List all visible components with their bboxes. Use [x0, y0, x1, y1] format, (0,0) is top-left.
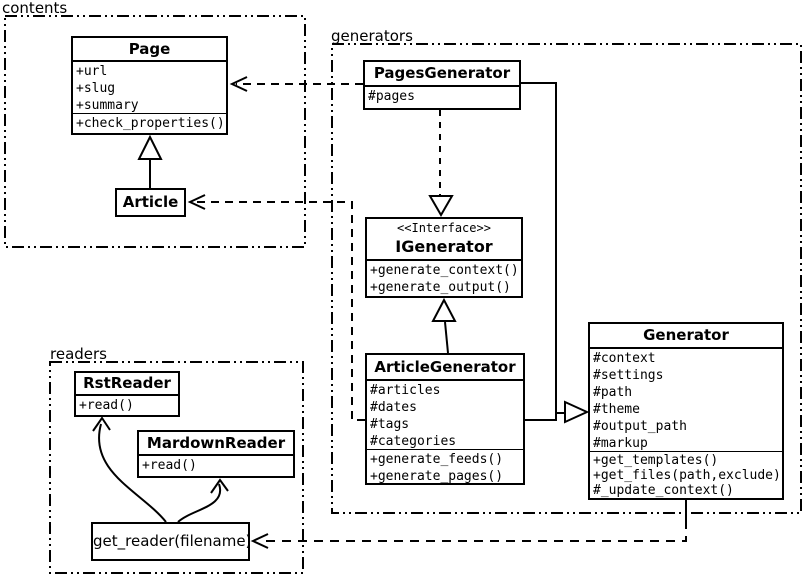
attribute-row: #settings: [593, 368, 664, 383]
method-row: +generate_output(): [370, 280, 511, 295]
method-row: #_update_context(): [593, 483, 734, 498]
interface-stereotype: <<Interface>>: [397, 221, 491, 235]
attribute-row: #articles: [370, 383, 441, 398]
generators-package-label: generators: [331, 27, 413, 45]
class-rstreader-title: RstReader: [76, 373, 178, 396]
class-pagesgenerator: PagesGenerator #pages: [363, 60, 521, 110]
generalization-triangle-generator: [564, 400, 590, 424]
class-page-title: Page: [73, 38, 226, 62]
method-row: +get_files(path,exclude): [593, 468, 781, 483]
generators-package-border: [331, 43, 802, 514]
class-generator-attributes: #context #settings #path #theme #output_…: [590, 349, 782, 452]
generalization-triangle-igenerator-bottom: [431, 297, 457, 322]
contents-package-border: [4, 15, 306, 248]
class-articlegenerator: ArticleGenerator #articles #dates #tags …: [365, 353, 525, 485]
class-mardownreader-title: MardownReader: [139, 432, 293, 456]
readers-package-border: [49, 361, 304, 574]
open-arrowhead-article: [187, 194, 206, 210]
class-mardownreader: MardownReader +read(): [137, 430, 295, 478]
method-row: +check_properties(): [76, 116, 225, 131]
open-arrowhead-getreader: [250, 533, 269, 549]
attribute-row: #output_path: [593, 419, 687, 434]
class-page-attributes: +url +slug +summary: [73, 62, 226, 114]
class-pagesgenerator-attributes: #pages: [365, 87, 519, 106]
method-row: +read(): [79, 398, 134, 413]
realization-triangle-igenerator-top: [428, 195, 454, 217]
edge-articlegenerator-to-article: [192, 201, 365, 421]
class-articlegenerator-methods: +generate_feeds() +generate_pages(): [367, 450, 523, 486]
class-article: Article: [115, 188, 186, 217]
class-generator: Generator #context #settings #path #them…: [588, 322, 784, 500]
edge-getreader-to-rstreader: [98, 423, 167, 523]
class-igenerator: <<Interface>> IGenerator +generate_conte…: [365, 217, 523, 298]
open-arrowhead-rstreader: [92, 416, 111, 432]
open-arrowhead-mardownreader: [210, 478, 229, 494]
edge-generator-to-getreader: [259, 520, 687, 542]
open-arrowhead-page: [229, 76, 248, 92]
attribute-row: #dates: [370, 400, 417, 415]
attribute-row: +slug: [76, 81, 116, 96]
edge-pagesgenerator-to-generator: [521, 82, 557, 421]
class-rstreader: RstReader +read(): [74, 371, 180, 417]
class-article-title: Article: [122, 193, 179, 211]
class-articlegenerator-attributes: #articles #dates #tags #categories: [367, 381, 523, 450]
method-row: +read(): [142, 458, 197, 473]
method-row: +generate_context(): [370, 263, 519, 278]
class-mardownreader-methods: +read(): [139, 456, 293, 475]
class-pagesgenerator-title: PagesGenerator: [365, 62, 519, 87]
class-generator-methods: +get_templates() +get_files(path,exclude…: [590, 452, 782, 499]
attribute-row: #theme: [593, 402, 640, 417]
attribute-row: #path: [593, 385, 633, 400]
contents-package-label: contents: [2, 0, 68, 17]
class-generator-title: Generator: [590, 324, 782, 349]
attribute-row: +summary: [76, 98, 139, 113]
method-row: +generate_pages(): [370, 469, 504, 484]
class-page-methods: +check_properties(): [73, 114, 226, 133]
function-get-reader: get_reader(filename): [91, 522, 251, 561]
class-articlegenerator-title: ArticleGenerator: [367, 355, 523, 381]
generalization-triangle-page: [137, 134, 163, 160]
edge-getreader-to-mardownreader: [177, 483, 222, 523]
class-page: Page +url +slug +summary +check_properti…: [71, 36, 228, 135]
attribute-row: #pages: [368, 89, 415, 104]
class-rstreader-methods: +read(): [76, 396, 178, 415]
attribute-row: #markup: [593, 436, 648, 451]
attribute-row: #categories: [370, 434, 457, 449]
readers-package-label: readers: [50, 345, 107, 363]
attribute-row: #tags: [370, 417, 410, 432]
class-igenerator-title: <<Interface>> IGenerator: [367, 219, 521, 261]
method-row: +generate_feeds(): [370, 452, 504, 467]
class-igenerator-name: IGenerator: [395, 237, 493, 256]
attribute-row: +url: [76, 64, 108, 79]
attribute-row: #context: [593, 351, 656, 366]
edge-articlegenerator-to-igenerator: [444, 321, 449, 354]
method-row: +get_templates(): [593, 453, 719, 468]
class-igenerator-methods: +generate_context() +generate_output(): [367, 261, 521, 297]
